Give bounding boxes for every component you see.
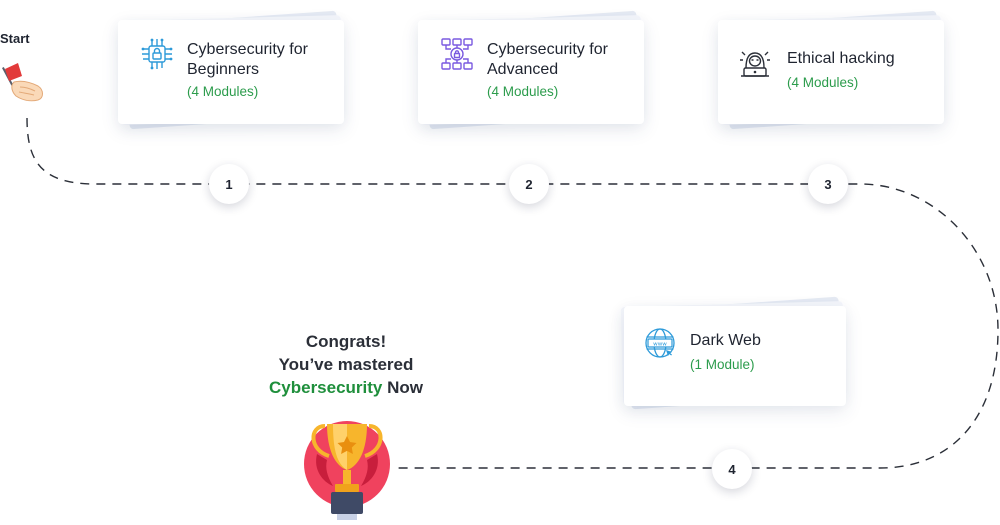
course-card-beginners[interactable]: Cybersecurity for Beginners (4 Modules)	[118, 10, 348, 130]
card-title: Cybersecurity for Advanced	[487, 41, 608, 78]
congrats-suffix: Now	[382, 378, 423, 397]
globe-www-icon: www	[645, 328, 675, 358]
card-modules-count: (4 Modules)	[187, 84, 259, 99]
circuit-lock-icon	[141, 38, 173, 70]
network-lock-icon	[441, 38, 473, 70]
step-marker-1: 1	[209, 164, 249, 204]
start-label: Start	[0, 31, 30, 46]
start-flag-icon	[2, 63, 43, 102]
card-modules-count: (4 Modules)	[787, 75, 859, 90]
step-marker-4: 4	[712, 449, 752, 489]
svg-text:www: www	[653, 341, 667, 347]
card-title: Dark Web	[690, 332, 761, 349]
card-modules-count: (4 Modules)	[487, 84, 559, 99]
congrats-highlight: Cybersecurity	[269, 378, 383, 397]
step-marker-2: 2	[509, 164, 549, 204]
course-card-advanced[interactable]: Cybersecurity for Advanced (4 Modules)	[418, 10, 648, 130]
congrats-heading: Congrats!	[305, 332, 387, 351]
step-marker-3: 3	[808, 164, 848, 204]
course-card-ethical-hacking[interactable]: Ethical hacking (4 Modules)	[718, 10, 948, 130]
card-title: Cybersecurity for Beginners	[187, 41, 308, 78]
card-modules-count: (1 Module)	[690, 357, 755, 372]
hacker-icon	[740, 51, 770, 77]
trophy-icon	[304, 421, 390, 520]
congrats-subheading: You’ve mastered	[278, 355, 414, 374]
course-card-dark-web[interactable]: www Dark Web (1 Module)	[620, 296, 850, 415]
card-title: Ethical hacking	[787, 50, 895, 67]
congrats-message: Congrats! You’ve mastered Cybersecurity …	[246, 330, 446, 399]
